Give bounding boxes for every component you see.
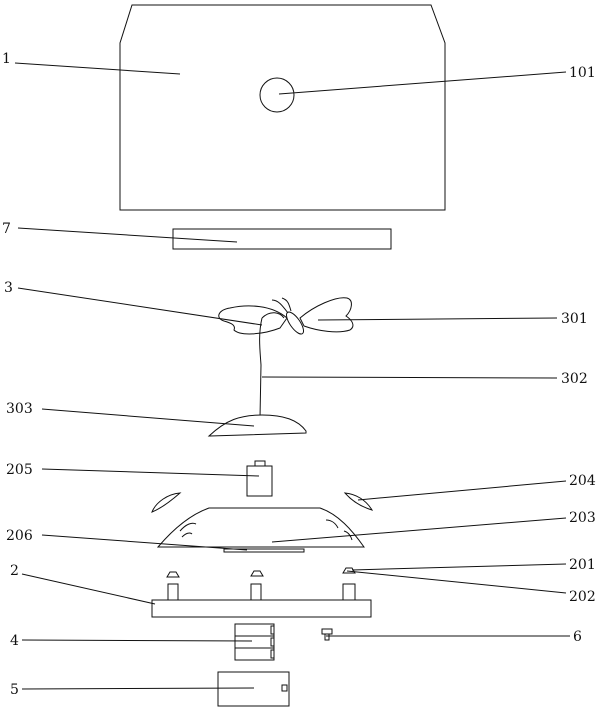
label-7: 7 [2,221,11,237]
label-1: 1 [2,51,11,67]
label-301: 301 [561,311,588,327]
label-4: 4 [10,633,19,649]
part-4-batteries [234,623,275,661]
label-205: 205 [6,462,33,478]
part-206-plate [223,548,305,553]
label-206: 206 [6,528,33,544]
part-302-stem [259,312,285,419]
label-303: 303 [6,401,33,417]
part-1-housing [119,4,446,211]
label-201: 201 [569,557,596,573]
label-202: 202 [569,589,596,605]
part-303-base [207,414,307,437]
part-7-strip [172,228,392,250]
label-5: 5 [10,682,19,698]
part-301-butterfly [218,297,354,335]
label-203: 203 [569,510,596,526]
label-2: 2 [10,563,19,579]
label-204: 204 [569,473,596,489]
label-302: 302 [561,371,588,387]
part-5-box [217,671,290,707]
part-203-dome [156,507,365,548]
label-101: 101 [569,65,596,81]
part-6-screw [321,628,333,641]
part-204-fins [151,492,374,513]
part-3-butterfly-assembly [207,297,354,437]
label-3: 3 [4,280,13,296]
label-6: 6 [573,629,582,645]
part-2-base [151,583,372,618]
part-201-pins [166,567,356,578]
part-205-block [246,460,273,497]
part-101-hole [259,77,295,113]
leader-lines [14,62,570,690]
reference-labels: 1 101 7 3 301 302 303 205 204 206 203 2 … [2,51,596,698]
